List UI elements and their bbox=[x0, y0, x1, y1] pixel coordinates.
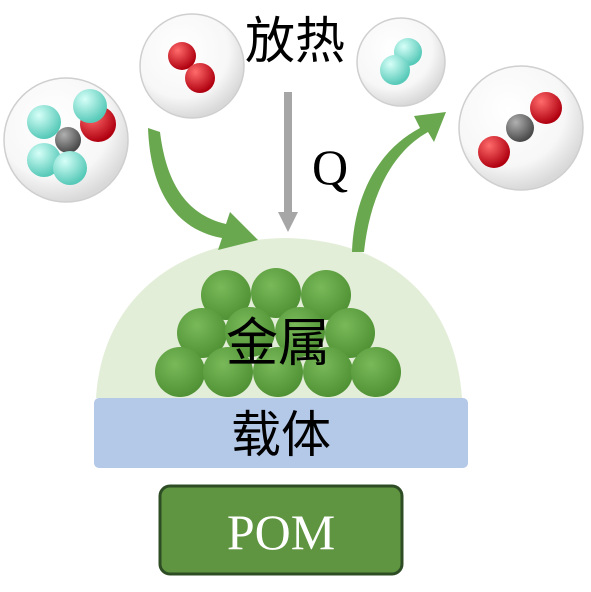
metal-particle-cluster bbox=[155, 268, 401, 397]
metal-sphere bbox=[351, 347, 401, 397]
metal-sphere bbox=[225, 307, 275, 357]
metal-sphere bbox=[203, 347, 253, 397]
heat-label: Q bbox=[312, 139, 348, 195]
heat-arrow bbox=[278, 92, 298, 232]
metal-sphere bbox=[253, 347, 303, 397]
f2-molecule-icon bbox=[356, 17, 446, 107]
support-layer bbox=[94, 398, 468, 468]
metal-sphere bbox=[201, 270, 251, 320]
metal-label: 金属 bbox=[226, 314, 330, 374]
metal-sphere bbox=[177, 308, 227, 358]
co2-molecule-icon bbox=[458, 65, 584, 191]
metal-sphere bbox=[251, 268, 301, 318]
metal-sphere bbox=[155, 347, 205, 397]
cf3-oxygen-molecule-icon bbox=[3, 77, 129, 203]
adsorption-arrow bbox=[148, 128, 258, 250]
metal-sphere bbox=[301, 270, 351, 320]
desorption-arrow bbox=[352, 112, 446, 252]
metal-sphere bbox=[325, 308, 375, 358]
exothermic-label: 放热 bbox=[245, 12, 345, 70]
pom-box bbox=[158, 484, 404, 576]
metal-sphere bbox=[303, 347, 353, 397]
o2-molecule-icon bbox=[139, 13, 245, 119]
pom-label: POM bbox=[227, 504, 335, 560]
metal-sphere bbox=[275, 307, 325, 357]
support-label: 载体 bbox=[231, 406, 331, 464]
